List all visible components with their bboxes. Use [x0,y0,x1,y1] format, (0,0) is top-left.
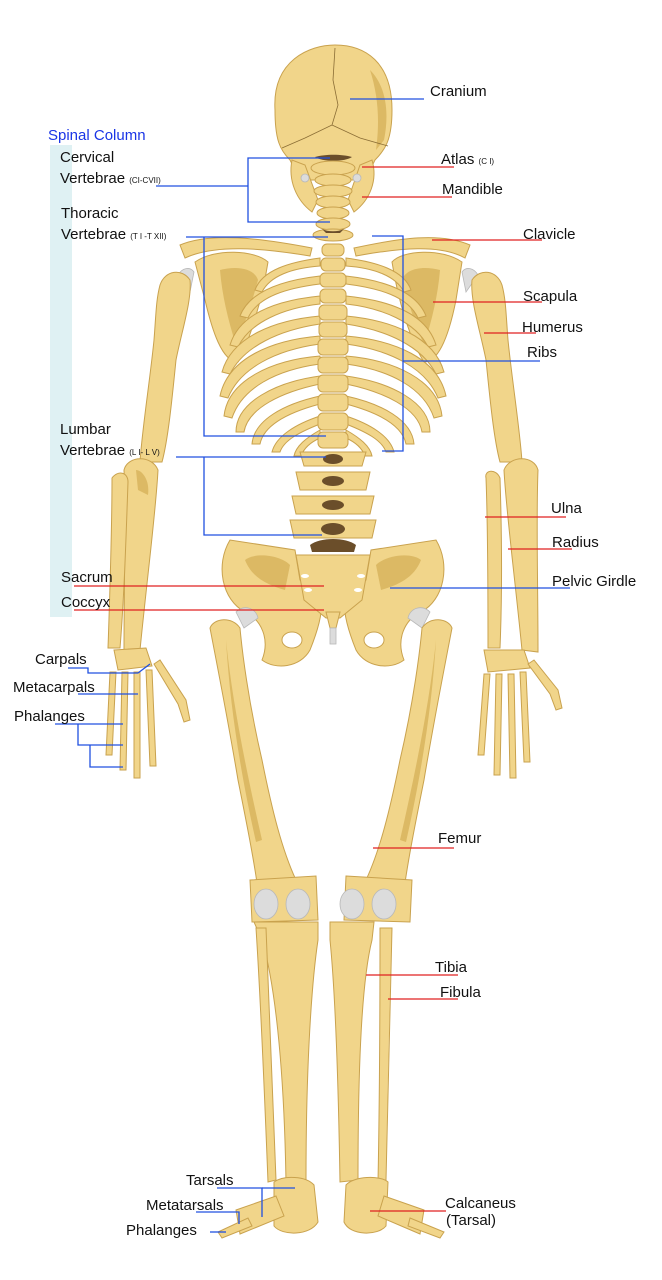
spinal-column-band [50,145,72,617]
cervical-range: (CI-CVII) [129,176,161,185]
thoracic-range: (T I -T XII) [130,232,167,241]
label-cranium: Cranium [430,83,487,100]
label-cervical-vertebrae: Vertebrae (CI-CVII) [60,170,161,187]
right-leg [329,619,453,1239]
label-radius: Radius [552,534,599,551]
lumbar-range: (L I- L V) [129,448,160,457]
label-clavicle: Clavicle [523,226,576,243]
left-leg [209,619,319,1239]
label-phalanges-foot: Phalanges [126,1222,197,1239]
label-cervical: Cervical [60,149,115,166]
pelvis [221,539,445,667]
label-thoracic-vertebrae: Vertebrae (T I -T XII) [61,226,167,243]
label-humerus: Humerus [522,319,583,336]
red-leader-lines [74,166,572,1212]
shoulder-girdle [177,237,479,363]
label-femur: Femur [438,830,482,847]
label-thoracic: Thoracic [61,205,119,222]
label-sacrum: Sacrum [61,569,113,586]
label-lumbar-vertebrae: Vertebrae (L I- L V) [60,442,160,459]
label-calcaneus-sub: (Tarsal) [446,1212,497,1229]
label-phalanges-hand: Phalanges [14,708,85,725]
lumbar-spine [289,451,377,552]
label-metatarsals: Metatarsals [146,1197,224,1214]
atlas-range: (C I) [478,157,495,166]
spinal-column-title: Spinal Column [48,127,146,144]
label-calcaneus: Calcaneus [445,1195,516,1212]
label-pelvic-girdle: Pelvic Girdle [552,573,637,590]
label-lumbar: Lumbar [60,421,111,438]
cervical-spine [310,160,356,242]
label-tibia: Tibia [435,959,467,976]
skull [274,44,393,213]
label-ribs: Ribs [527,344,558,361]
blue-leader-lines [55,98,570,1233]
label-atlas: Atlas (C I) [441,151,495,168]
label-fibula: Fibula [440,984,481,1001]
label-mandible: Mandible [442,181,503,198]
label-scapula: Scapula [523,288,578,305]
label-ulna: Ulna [551,500,582,517]
thoracic-spine [317,243,349,449]
label-coccyx: Coccyx [61,594,111,611]
label-metacarpals: Metacarpals [13,679,95,696]
label-tarsals: Tarsals [186,1172,234,1189]
right-arm [471,271,563,779]
label-carpals: Carpals [35,651,87,668]
rib-cage [219,257,447,457]
left-arm [105,271,191,779]
